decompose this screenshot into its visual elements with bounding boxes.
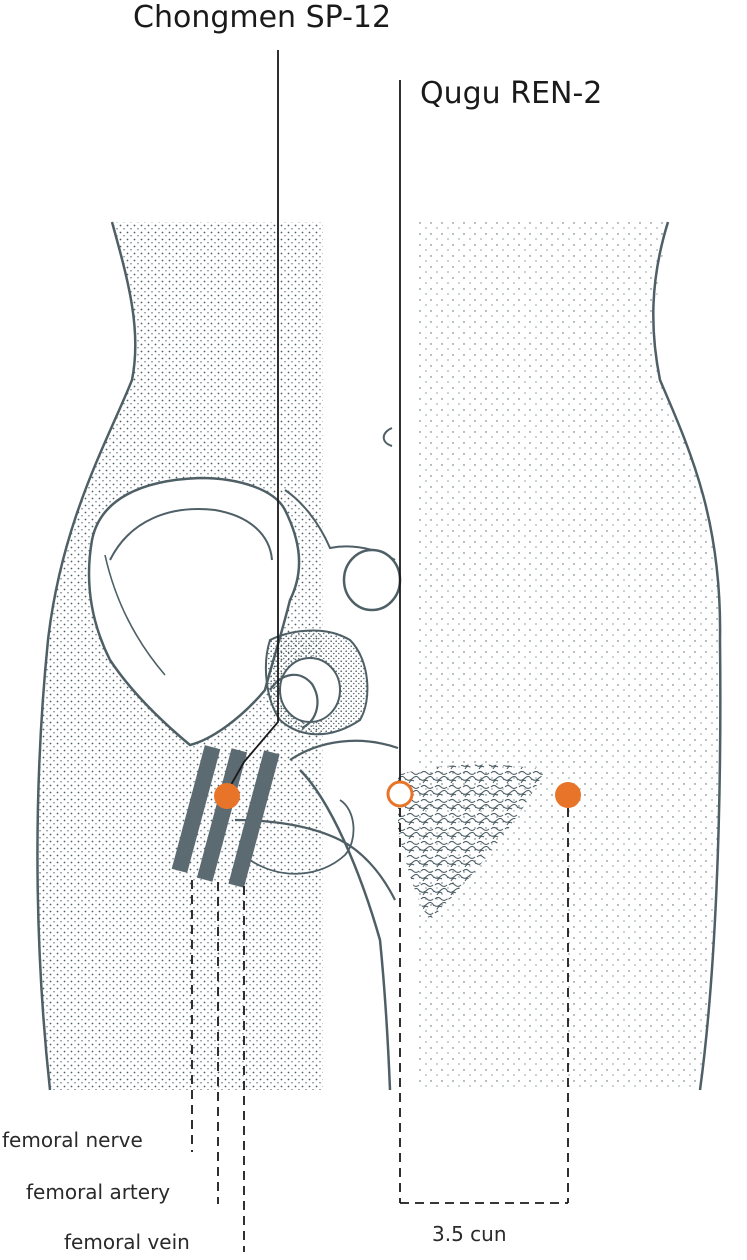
vein-band (228, 750, 280, 888)
ischium (249, 799, 355, 875)
qugu-point (386, 780, 414, 808)
pubic-arch (289, 739, 399, 761)
navel (382, 427, 393, 447)
femoral-nerve-label: femoral nerve (2, 1128, 143, 1152)
measure-label: 3.5 cun (432, 1222, 507, 1246)
qugu-label: Qugu REN-2 (420, 76, 603, 111)
nerve-band (171, 745, 221, 873)
femoral-head (269, 673, 319, 729)
right-outline (652, 221, 722, 1091)
artery-band (196, 748, 248, 882)
femoral-artery-label: femoral artery (26, 1180, 171, 1204)
pubic-ellipse (342, 548, 402, 612)
chongmen-leader-line (227, 50, 279, 791)
chongmen-point-left (214, 783, 240, 809)
femoral-vein-label: femoral vein (64, 1230, 190, 1254)
chongmen-point-right (555, 782, 581, 808)
chongmen-label: Chongmen SP-12 (133, 0, 392, 35)
obturator-foramen (279, 657, 341, 723)
body-silhouette-right (418, 222, 721, 1090)
pubic-region (398, 764, 545, 920)
femoral-neck (234, 818, 396, 901)
left-outline (36, 221, 137, 1091)
thigh-crease (299, 769, 392, 1091)
iliac-fossa (104, 554, 166, 676)
ilium-inner (109, 508, 273, 561)
